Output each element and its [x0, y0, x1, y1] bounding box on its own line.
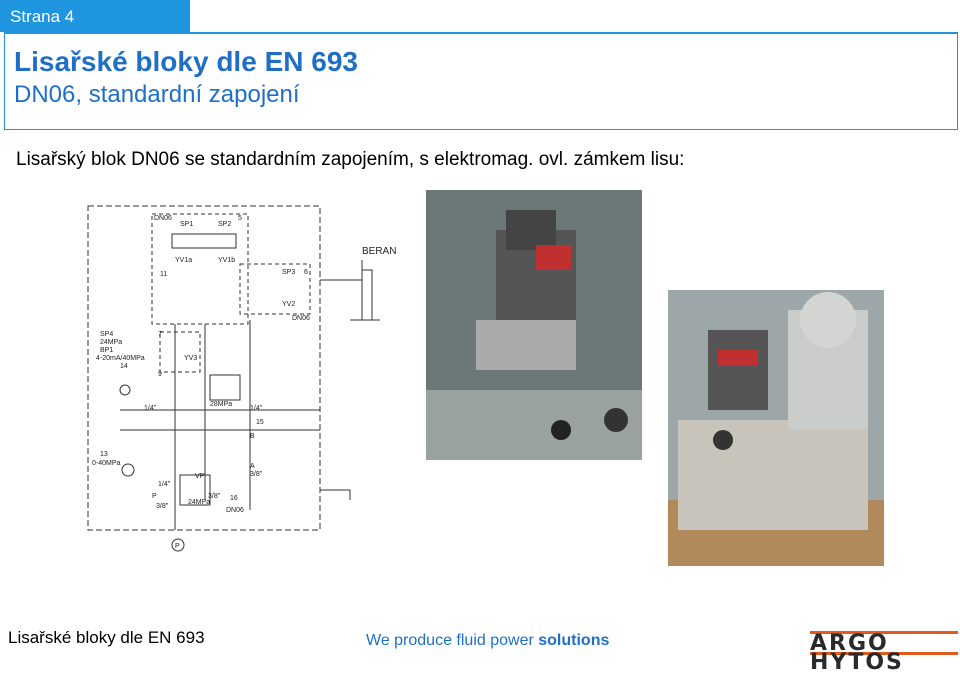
label-5: 5 — [238, 215, 242, 222]
label-bp1: BP1 — [100, 347, 113, 354]
hydraulic-unit-photo — [668, 290, 884, 566]
label-vp: VP — [195, 473, 205, 480]
label-sp3: SP3 — [282, 269, 295, 276]
label-p: P — [152, 493, 157, 500]
label-16: 16 — [230, 495, 238, 502]
label-yv3: YV3 — [184, 355, 197, 362]
label-q14a: 1/4" — [144, 405, 157, 412]
label-yv1a: YV1a — [175, 257, 192, 264]
label-6: 6 — [304, 269, 308, 276]
logo-line2: HYTOS — [810, 650, 904, 675]
label-s38a: 3/8" — [156, 503, 169, 510]
label-24mpa: 24MPa — [100, 339, 122, 346]
title-frame — [4, 32, 958, 130]
label-0-40mpa: 0-40MPa — [92, 460, 121, 467]
logo-line1: ARGO — [810, 631, 889, 656]
label-beran: BERAN — [362, 246, 396, 257]
label-9: 9 — [158, 371, 162, 378]
valve-block-photo — [426, 190, 642, 460]
page-title: Lisařské bloky dle EN 693 — [14, 46, 358, 77]
label-s38b: 3/8" — [208, 493, 221, 500]
label-p-circle: P — [175, 543, 180, 550]
footer-slogan: We produce fluid power solutions — [366, 632, 610, 649]
schematic-boundary — [87, 205, 321, 531]
label-14: 14 — [120, 363, 128, 370]
footer-title: Lisařské bloky dle EN 693 — [8, 628, 205, 647]
label-7: 7 — [158, 331, 162, 338]
label-dn06-mid: DN06 — [292, 315, 310, 322]
argo-hytos-logo: ARGO HYTOS — [810, 628, 958, 675]
label-dn06-top: DN06 — [154, 215, 172, 222]
label-11: 11 — [160, 271, 167, 278]
logo-stripe — [810, 652, 958, 655]
label-sp2: SP2 — [218, 221, 231, 228]
label-yv2: YV2 — [282, 301, 295, 308]
label-24mpa-b: 24MPa — [188, 499, 210, 506]
label-q14b: 1/4" — [250, 405, 263, 412]
page-subtitle: DN06, standardní zapojení — [14, 81, 300, 108]
label-a38: 3/8" — [250, 471, 263, 478]
label-yv1b: YV1b — [218, 257, 235, 264]
label-15: 15 — [256, 419, 264, 426]
label-sp4: SP4 — [100, 331, 113, 338]
slide-caption: Lisařský blok DN06 se standardním zapoje… — [16, 149, 685, 170]
label-dn06-bot: DN06 — [226, 507, 244, 514]
page-tab: Strana 4 — [0, 0, 190, 32]
label-28mpa: 28MPa — [210, 401, 232, 408]
label-ma: 4-20mA/40MPa — [96, 355, 145, 362]
label-a: A — [250, 463, 255, 470]
label-sp1: SP1 — [180, 221, 193, 228]
hydraulic-schematic: DN06 SP1 SP2 5 YV1a YV1b 11 SP3 6 YV2 DN… — [87, 205, 396, 552]
logo-stripe — [810, 631, 958, 634]
label-b: B — [250, 433, 255, 440]
label-13: 13 — [100, 451, 108, 458]
label-m14: 1/4" — [158, 481, 171, 488]
